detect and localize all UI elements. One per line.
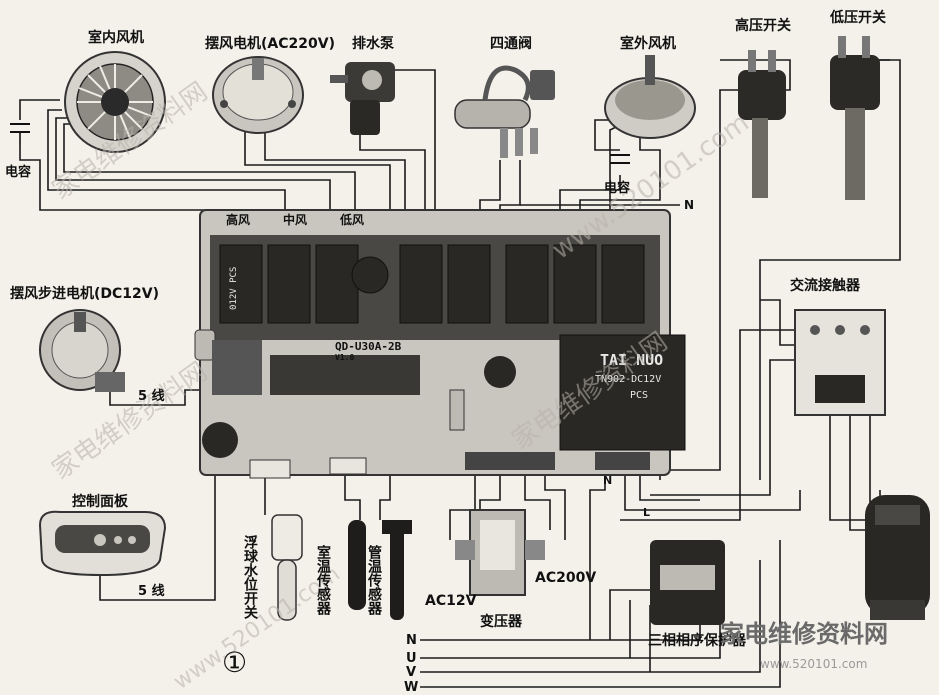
control-board: 012V PCS QD-U30A-2B V1.0 TAI NUO TN902-D… [194, 209, 686, 479]
label-five-wire-1: 5 线 [138, 388, 165, 404]
label-wire-n-mid: N [603, 474, 612, 487]
board-terminal-3 [465, 452, 555, 470]
label-high-pressure-switch: 高压开关 [735, 17, 791, 34]
footer-site-name: 家电维修资料网 [720, 620, 888, 648]
label-speed-high: 高风 [226, 212, 250, 227]
buzzer [202, 422, 238, 458]
pipe-temp-sensor-icon [382, 520, 412, 620]
board-capacitor [351, 256, 389, 294]
label-room-temp-sensor: 室温传感器 [315, 544, 332, 616]
board-version: V1.0 [335, 353, 354, 362]
label-bus-v: V [406, 665, 416, 680]
label-indoor-fan: 室内风机 [88, 29, 144, 46]
label-wire-l: L [643, 506, 650, 519]
label-pipe-temp-sensor: 管温传感器 [366, 544, 383, 616]
relay-bank: 012V PCS [219, 244, 645, 324]
label-bus-n: N [406, 633, 417, 648]
label-control-panel: 控制面板 [72, 493, 129, 510]
small-relay-label: 012V PCS [229, 267, 239, 310]
power-relay-model: TN902-DC12V [595, 374, 661, 385]
capacitor-left-symbol [10, 123, 30, 145]
float-switch-icon [271, 514, 303, 621]
board-model: QD-U30A-2B [335, 340, 402, 353]
label-capacitor-right: 电容 [604, 180, 630, 196]
power-relay-brand: TAI NUO [600, 351, 663, 369]
label-three-phase-protector: 三相相序保护器 [648, 632, 747, 649]
board-terminal-1 [249, 459, 291, 479]
label-speed-low: 低风 [339, 212, 364, 227]
footer-site-url: www.520101.com [760, 657, 867, 671]
label-drain-pump: 排水泵 [352, 35, 394, 52]
board-ic [270, 355, 420, 395]
four-way-valve-icon [454, 65, 555, 158]
ac-contactor-icon [794, 309, 886, 416]
label-outdoor-fan: 室外风机 [620, 35, 676, 52]
transformer-icon [455, 509, 545, 596]
pin-header [212, 340, 262, 395]
low-pressure-switch-icon [830, 36, 880, 200]
labels: 室内风机 摆风电机(AC220V) 排水泵 四通阀 室外风机 高压开关 低压开关… [5, 9, 888, 695]
board-terminal-2 [329, 457, 367, 475]
label-swing-motor-ac: 摆风电机(AC220V) [205, 35, 335, 52]
label-capacitor-left: 电容 [5, 164, 31, 180]
label-ac200v: AC200V [535, 570, 596, 586]
label-bus-u: U [406, 651, 417, 666]
power-relay [559, 334, 686, 451]
label-speed-mid: 中风 [283, 212, 307, 227]
room-temp-sensor-icon [348, 520, 366, 610]
label-float-switch: 浮球水位开关 [242, 534, 258, 620]
label-transformer: 变压器 [480, 613, 523, 630]
swing-motor-ac-icon [212, 56, 304, 134]
swing-stepper-icon [39, 309, 125, 392]
label-wire-n-top: N [684, 198, 694, 212]
label-swing-stepper: 摆风步进电机(DC12V) [10, 285, 159, 302]
high-pressure-switch-icon [738, 50, 786, 198]
label-low-pressure-switch: 低压开关 [829, 9, 886, 26]
indoor-fan-icon [64, 51, 166, 153]
label-bus-w: W [404, 680, 418, 695]
figure-number: ① [222, 646, 247, 679]
three-phase-protector-icon [650, 540, 725, 625]
label-five-wire-2: 5 线 [138, 583, 165, 599]
electrolytic-cap [484, 356, 516, 388]
compressor-icon [865, 495, 930, 620]
label-ac12v: AC12V [425, 593, 477, 609]
control-panel-icon [38, 510, 167, 577]
power-relay-text: PCS [630, 390, 648, 401]
board-fuse [449, 389, 465, 431]
label-four-way-valve: 四通阀 [490, 35, 532, 52]
capacitor-right-symbol [610, 154, 630, 164]
label-ac-contactor: 交流接触器 [790, 277, 861, 294]
drain-pump-icon [330, 62, 395, 135]
outdoor-fan-icon [604, 55, 696, 139]
board-terminal-4 [595, 452, 650, 470]
